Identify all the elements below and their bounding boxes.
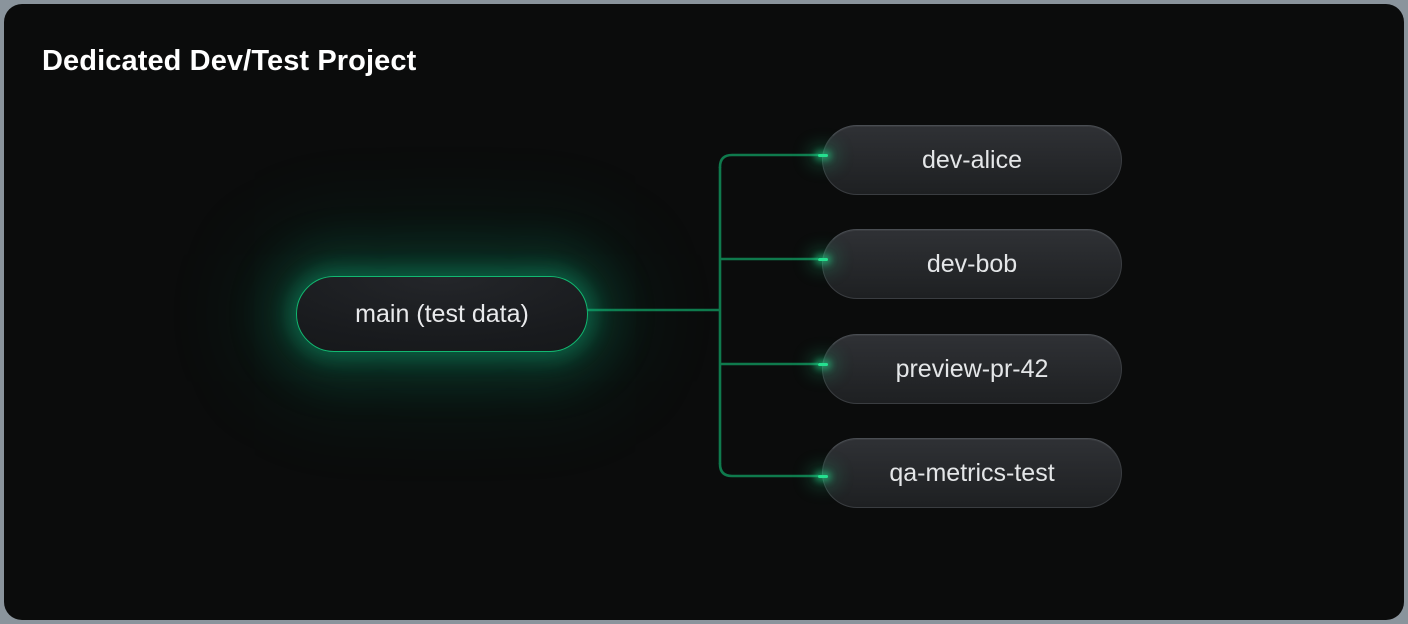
connector-stub-4 [818, 474, 828, 478]
node-dev-bob-label: dev-bob [926, 249, 1018, 278]
connector-stub-1 [818, 153, 828, 157]
page-title: Dedicated Dev/Test Project [42, 45, 417, 77]
node-dev-alice[interactable]: dev-alice [822, 125, 1122, 195]
connector-stub-2 [818, 257, 828, 261]
node-main[interactable]: main (test data) [296, 276, 588, 352]
node-dev-alice-label: dev-alice [921, 145, 1023, 174]
node-qa-metrics-test[interactable]: qa-metrics-test [822, 438, 1122, 508]
tree-connectors [584, 153, 820, 478]
node-dev-bob[interactable]: dev-bob [822, 229, 1122, 299]
node-preview-pr-42-label: preview-pr-42 [895, 354, 1049, 383]
connector-stub-3 [818, 362, 828, 366]
wire-branch-4 [718, 462, 820, 478]
diagram-card: Dedicated Dev/Test Project [4, 4, 1404, 620]
node-main-label: main (test data) [355, 299, 529, 328]
wire-branch-1 [718, 153, 820, 169]
node-qa-metrics-test-label: qa-metrics-test [889, 458, 1055, 487]
node-preview-pr-42[interactable]: preview-pr-42 [822, 334, 1122, 404]
